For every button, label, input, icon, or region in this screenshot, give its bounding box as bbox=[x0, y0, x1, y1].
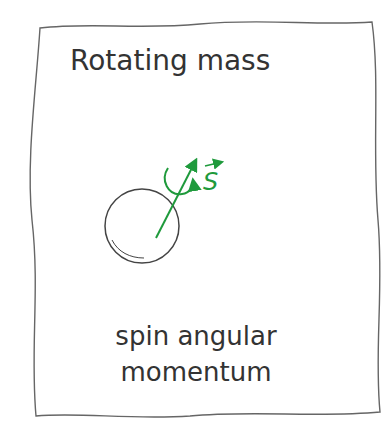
sketch-border bbox=[30, 22, 380, 417]
rotation-arrow bbox=[165, 168, 193, 194]
mass-shading bbox=[112, 240, 144, 258]
title-text: Rotating mass bbox=[70, 44, 270, 77]
mass-circle bbox=[105, 189, 179, 263]
vector-label: S bbox=[203, 168, 218, 196]
spin-vector bbox=[156, 160, 196, 238]
caption-text: spin angular momentum bbox=[66, 318, 326, 391]
vector-arrow-over-s bbox=[205, 162, 222, 166]
